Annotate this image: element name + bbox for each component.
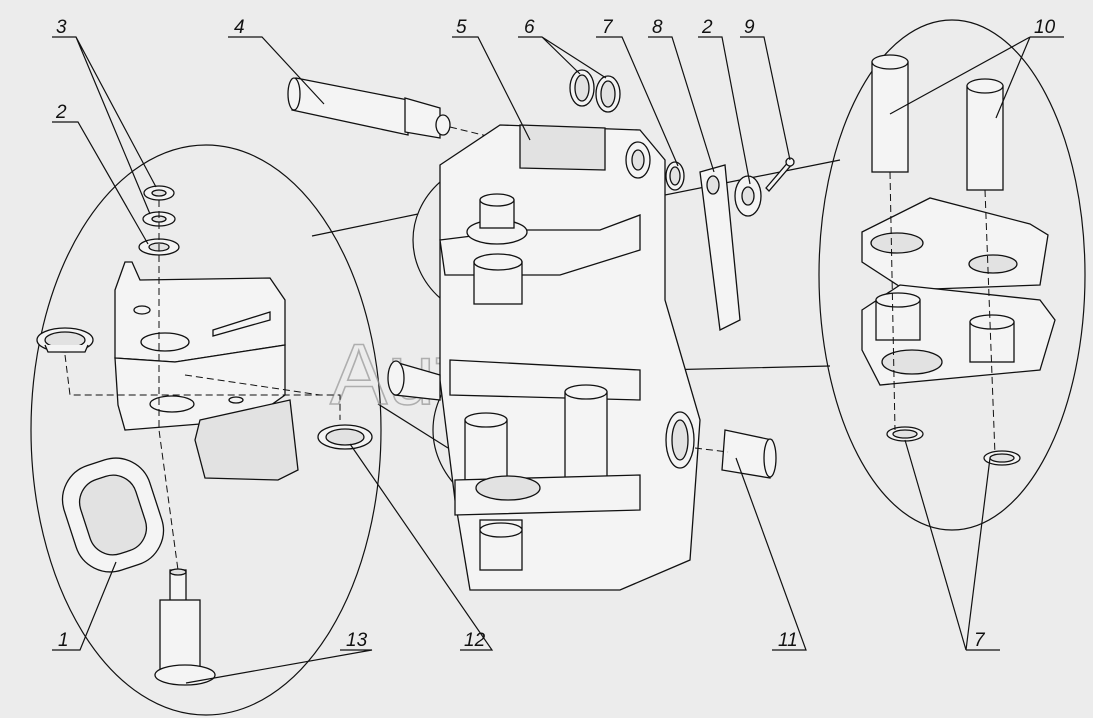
rings-6 [569,69,621,113]
callout-labels: 3 4 5 6 7 8 2 9 10 2 1 13 12 11 7 [55,17,1056,651]
callout-2-top: 2 [701,17,713,38]
king-pin-13 [154,568,216,686]
seal-ring-1 [61,457,165,573]
bushing-12 [317,424,373,450]
axis-line-right [694,447,729,453]
callout-9: 9 [744,17,755,38]
callout-7-bottom: 7 [974,630,986,651]
callout-13: 13 [346,630,368,651]
snap-rings-7-bottom [886,426,1021,466]
callout-2-left: 2 [55,102,67,123]
callout-11: 11 [778,630,798,651]
callout-8: 8 [652,17,663,38]
callout-4: 4 [234,17,245,38]
pins-10 [871,54,1004,191]
bushing-11 [665,411,777,479]
bushing-left [36,327,94,353]
callout-3: 3 [56,17,67,38]
snap-ring-7-top [665,161,685,191]
washer-2-right [734,175,762,217]
left-detail-ellipse [30,144,382,716]
axis-lines-right-detail [889,171,996,456]
right-detail-ellipse [818,19,1086,531]
callout-10: 10 [1034,17,1056,38]
callout-7-top: 7 [602,17,614,38]
callout-5: 5 [456,17,467,38]
callout-6: 6 [524,17,535,38]
leader-lines [52,36,1064,684]
right-bracket [861,197,1056,386]
pin-4 [287,77,451,139]
main-bracket-5 [439,124,701,591]
bushing-center [387,360,441,401]
callout-1: 1 [58,630,69,651]
callout-12: 12 [464,630,486,651]
bracket-housing [114,261,299,481]
axis-lines-left [64,200,341,571]
link-plate-8 [699,164,741,331]
leader-lines-ellipse [311,159,841,449]
